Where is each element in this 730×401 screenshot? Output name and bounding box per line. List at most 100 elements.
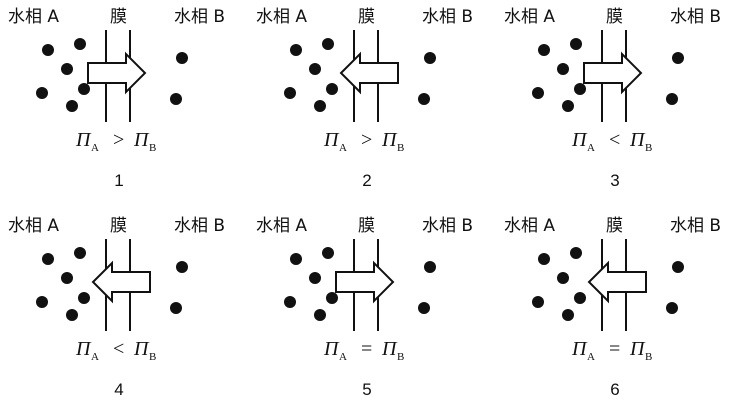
pi-b-subscript: B	[645, 142, 652, 154]
relation-operator: =	[609, 338, 620, 360]
membrane-label: 膜	[358, 7, 375, 27]
pi-b-symbol: Π	[381, 129, 398, 151]
pi-a-symbol: Π	[571, 338, 588, 360]
solute-particle-a	[290, 253, 302, 265]
solute-particle-a	[562, 100, 574, 112]
membrane-label: 膜	[606, 7, 623, 27]
solute-particle-b	[424, 261, 436, 273]
right-phase-label: 水相 B	[422, 216, 473, 236]
solute-particle-a	[314, 309, 326, 321]
solute-particle-a	[66, 100, 78, 112]
left-phase-label: 水相 A	[256, 216, 307, 236]
solute-particle-a	[532, 87, 544, 99]
solute-particle-a	[322, 38, 334, 50]
pi-b-symbol: Π	[629, 129, 646, 151]
pi-a-subscript: A	[339, 351, 347, 363]
solute-particle-a	[309, 272, 321, 284]
solute-particle-b	[424, 52, 436, 64]
pi-a-symbol: Π	[75, 338, 92, 360]
solute-particle-a	[290, 44, 302, 56]
pi-a-symbol: Π	[571, 129, 588, 151]
solute-particle-b	[170, 302, 182, 314]
pi-a-subscript: A	[339, 142, 347, 154]
arrow-right-icon	[87, 51, 147, 95]
solute-particle-a	[532, 296, 544, 308]
arrow-right-icon	[583, 51, 643, 95]
panel-number: 1	[114, 171, 123, 190]
solute-particle-a	[66, 309, 78, 321]
solute-particle-b	[418, 302, 430, 314]
solute-particle-a	[74, 247, 86, 259]
membrane-label: 膜	[110, 216, 127, 236]
pi-a-symbol: Π	[323, 129, 340, 151]
solute-particle-b	[418, 93, 430, 105]
pi-b-symbol: Π	[381, 338, 398, 360]
solute-particle-a	[538, 44, 550, 56]
solute-particle-a	[557, 272, 569, 284]
right-phase-label: 水相 B	[422, 7, 473, 27]
solute-particle-a	[538, 253, 550, 265]
solute-particle-a	[326, 292, 338, 304]
solute-particle-a	[309, 63, 321, 75]
solute-particle-a	[78, 292, 90, 304]
panel-number: 5	[362, 380, 371, 399]
left-phase-label: 水相 A	[504, 7, 555, 27]
pi-a-symbol: Π	[323, 338, 340, 360]
solute-particle-a	[562, 309, 574, 321]
right-phase-label: 水相 B	[174, 7, 225, 27]
solute-particle-a	[284, 296, 296, 308]
pi-a-symbol: Π	[75, 129, 92, 151]
arrow-left-icon	[339, 51, 399, 95]
pi-a-subscript: A	[587, 142, 595, 154]
solute-particle-a	[574, 83, 586, 95]
solute-particle-a	[570, 38, 582, 50]
solute-particle-b	[176, 52, 188, 64]
pi-a-subscript: A	[91, 142, 99, 154]
right-phase-label: 水相 B	[670, 7, 721, 27]
left-phase-label: 水相 A	[256, 7, 307, 27]
left-phase-label: 水相 A	[504, 216, 555, 236]
pi-a-subscript: A	[587, 351, 595, 363]
relation-operator: =	[361, 338, 372, 360]
right-phase-label: 水相 B	[174, 216, 225, 236]
panel-number: 3	[610, 171, 619, 190]
relation-operator: <	[113, 338, 124, 360]
arrow-right-icon	[335, 260, 395, 304]
solute-particle-b	[672, 261, 684, 273]
pi-b-subscript: B	[397, 142, 404, 154]
solute-particle-a	[78, 83, 90, 95]
pi-b-symbol: Π	[133, 338, 150, 360]
relation-operator: <	[609, 129, 620, 151]
pi-a-subscript: A	[91, 351, 99, 363]
solute-particle-a	[36, 296, 48, 308]
solute-particle-a	[61, 63, 73, 75]
pi-b-subscript: B	[645, 351, 652, 363]
pi-b-symbol: Π	[629, 338, 646, 360]
solute-particle-b	[176, 261, 188, 273]
solute-particle-a	[570, 247, 582, 259]
arrow-left-icon	[587, 260, 647, 304]
solute-particle-a	[284, 87, 296, 99]
panel-number: 6	[610, 380, 619, 399]
relation-operator: >	[361, 129, 372, 151]
membrane-label: 膜	[606, 216, 623, 236]
solute-particle-a	[42, 253, 54, 265]
solute-particle-a	[326, 83, 338, 95]
solute-particle-b	[666, 302, 678, 314]
solute-particle-a	[314, 100, 326, 112]
relation-operator: >	[113, 129, 124, 151]
membrane-label: 膜	[358, 216, 375, 236]
